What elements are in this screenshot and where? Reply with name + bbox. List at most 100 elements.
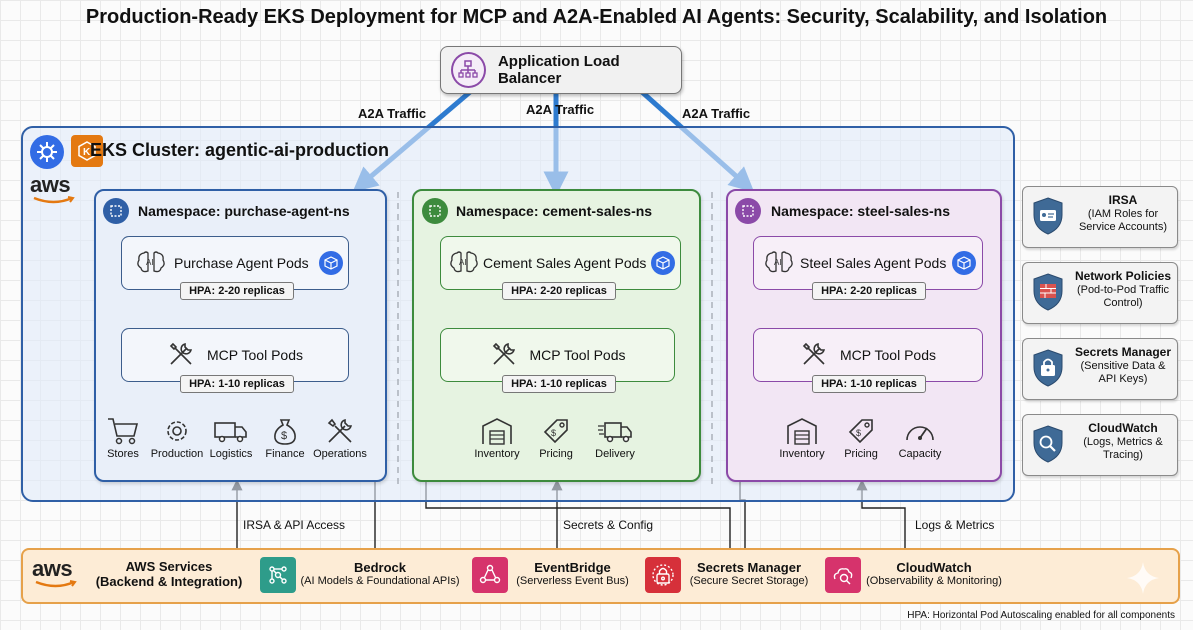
mcp-pods-label: MCP Tool Pods bbox=[529, 347, 626, 363]
lock-shield-icon bbox=[1033, 349, 1063, 387]
agent-pods-label: Cement Sales Agent Pods bbox=[483, 255, 647, 271]
svg-text:$: $ bbox=[551, 428, 556, 438]
footnote: HPA: Horizontal Pod Autoscaling enabled … bbox=[907, 610, 1175, 621]
tool-capacity: Capacity bbox=[889, 416, 951, 460]
aws-smile-icon bbox=[33, 196, 75, 204]
service-title: CloudWatch bbox=[896, 560, 972, 575]
mcp-pods-label: MCP Tool Pods bbox=[840, 347, 936, 363]
card-title: CloudWatch bbox=[1088, 421, 1158, 435]
service-subtitle: (Secure Secret Storage) bbox=[689, 575, 809, 587]
secrets-manager-card: Secrets Manager (Sensitive Data & API Ke… bbox=[1022, 338, 1178, 400]
services-heading-line2: (Backend & Integration) bbox=[95, 574, 243, 589]
agent-hpa-badge: HPA: 2-20 replicas bbox=[502, 282, 616, 300]
mcp-hpa-badge: HPA: 1-10 replicas bbox=[180, 375, 294, 393]
card-title: Network Policies bbox=[1074, 269, 1172, 283]
tool-delivery: Delivery bbox=[584, 416, 646, 460]
card-subtitle: (Sensitive Data & API Keys) bbox=[1080, 360, 1166, 385]
traffic-label-center: A2A Traffic bbox=[526, 102, 595, 117]
delivery-truck-icon bbox=[598, 422, 632, 443]
tool-production: Production bbox=[146, 416, 208, 460]
svg-text:AI: AI bbox=[146, 258, 154, 267]
namespace-icon bbox=[422, 198, 448, 224]
price-tag-icon: $ bbox=[543, 419, 568, 444]
card-subtitle: (IAM Roles for Service Accounts) bbox=[1078, 208, 1168, 233]
ai-brain-icon: AI bbox=[764, 249, 794, 278]
truck-icon bbox=[214, 422, 247, 443]
cart-icon bbox=[108, 418, 139, 445]
load-balancer-node: Application Load Balancer bbox=[440, 46, 682, 94]
wrench-screwdriver-icon bbox=[167, 340, 195, 371]
namespace-icon bbox=[103, 198, 129, 224]
traffic-label-left: A2A Traffic bbox=[358, 106, 427, 121]
gauge-icon bbox=[906, 426, 934, 441]
mcp-pods-cement: MCP Tool Pods bbox=[440, 328, 675, 382]
network-policies-card: Network Policies (Pod-to-Pod Traffic Con… bbox=[1022, 262, 1178, 324]
tool-label: Inventory bbox=[779, 448, 825, 460]
firewall-shield-icon bbox=[1033, 273, 1063, 311]
svg-text:AI: AI bbox=[774, 258, 782, 267]
ai-brain-icon: AI bbox=[449, 249, 479, 278]
mcp-hpa-badge: HPA: 1-10 replicas bbox=[812, 375, 926, 393]
connection-label: IRSA & API Access bbox=[243, 518, 346, 532]
aws-smile-icon bbox=[35, 580, 77, 588]
namespace-title: Namespace: steel-sales-ns bbox=[771, 203, 950, 219]
agent-pods-steel: AI Steel Sales Agent Pods bbox=[753, 236, 983, 290]
tool-label: Inventory bbox=[474, 448, 520, 460]
pod-cube-icon bbox=[651, 251, 676, 275]
tool-pricing: $ Pricing bbox=[525, 416, 587, 460]
card-subtitle: (Pod-to-Pod Traffic Control) bbox=[1076, 284, 1170, 309]
connection-label: Logs & Metrics bbox=[915, 518, 995, 532]
secrets-manager-icon bbox=[645, 557, 681, 593]
svg-text:K: K bbox=[83, 147, 91, 158]
sparkle-watermark-icon bbox=[1127, 562, 1159, 594]
mcp-pods-purchase: MCP Tool Pods bbox=[121, 328, 349, 382]
aws-logo: aws bbox=[32, 556, 73, 581]
mcp-hpa-badge: HPA: 1-10 replicas bbox=[502, 375, 616, 393]
svg-text:AI: AI bbox=[459, 258, 467, 267]
cloudwatch-service: CloudWatch (Observability & Monitoring) bbox=[866, 560, 1002, 587]
tool-stores: Stores bbox=[92, 416, 154, 460]
cloudwatch-icon bbox=[825, 557, 861, 593]
cloudwatch-card: CloudWatch (Logs, Metrics & Tracing) bbox=[1022, 414, 1178, 476]
gear-icon bbox=[167, 421, 187, 441]
svg-text:$: $ bbox=[856, 428, 861, 438]
secrets-manager-service: Secrets Manager (Secure Secret Storage) bbox=[686, 560, 812, 587]
pod-cube-icon bbox=[952, 251, 977, 275]
tool-inventory: Inventory bbox=[466, 416, 528, 460]
card-title: Secrets Manager bbox=[1074, 345, 1172, 359]
namespace-icon bbox=[735, 198, 761, 224]
wrench-screwdriver-icon bbox=[490, 340, 518, 371]
load-balancer-label: Application Load Balancer bbox=[497, 53, 620, 87]
agent-hpa-badge: HPA: 2-20 replicas bbox=[812, 282, 926, 300]
tools-icon bbox=[327, 418, 353, 443]
eventbridge-service: EventBridge (Serverless Event Bus) bbox=[510, 560, 635, 587]
tool-pricing: $ Pricing bbox=[830, 416, 892, 460]
service-subtitle: (AI Models & Foundational APIs) bbox=[300, 575, 460, 587]
services-heading-line1: AWS Services bbox=[125, 559, 213, 574]
tool-label: Production bbox=[150, 448, 204, 460]
tool-label: Operations bbox=[313, 448, 367, 460]
wrench-screwdriver-icon bbox=[800, 340, 828, 371]
agent-pods-label: Steel Sales Agent Pods bbox=[800, 255, 947, 271]
agent-hpa-badge: HPA: 2-20 replicas bbox=[180, 282, 294, 300]
service-subtitle: (Serverless Event Bus) bbox=[516, 575, 629, 587]
service-title: EventBridge bbox=[534, 560, 611, 575]
tool-inventory: Inventory bbox=[771, 416, 833, 460]
ai-brain-icon: AI bbox=[136, 249, 166, 278]
agent-pods-label: Purchase Agent Pods bbox=[174, 255, 309, 271]
connection-label: Secrets & Config bbox=[563, 518, 654, 532]
load-balancer-icon bbox=[451, 52, 486, 88]
aws-logo: aws bbox=[30, 172, 71, 197]
tool-label: Capacity bbox=[898, 448, 942, 460]
pod-cube-icon bbox=[318, 251, 343, 275]
namespace-title: Namespace: purchase-agent-ns bbox=[138, 203, 350, 219]
warehouse-icon bbox=[482, 418, 512, 445]
tool-operations: Operations bbox=[309, 416, 371, 460]
cluster-title: EKS Cluster: agentic-ai-production bbox=[90, 140, 390, 160]
svg-text:$: $ bbox=[281, 430, 287, 442]
service-title: Secrets Manager bbox=[696, 560, 802, 575]
kubernetes-icon bbox=[30, 135, 64, 169]
namespace-title: Namespace: cement-sales-ns bbox=[456, 203, 653, 219]
eventbridge-icon bbox=[472, 557, 508, 593]
agent-pods-cement: AI Cement Sales Agent Pods bbox=[440, 236, 681, 290]
